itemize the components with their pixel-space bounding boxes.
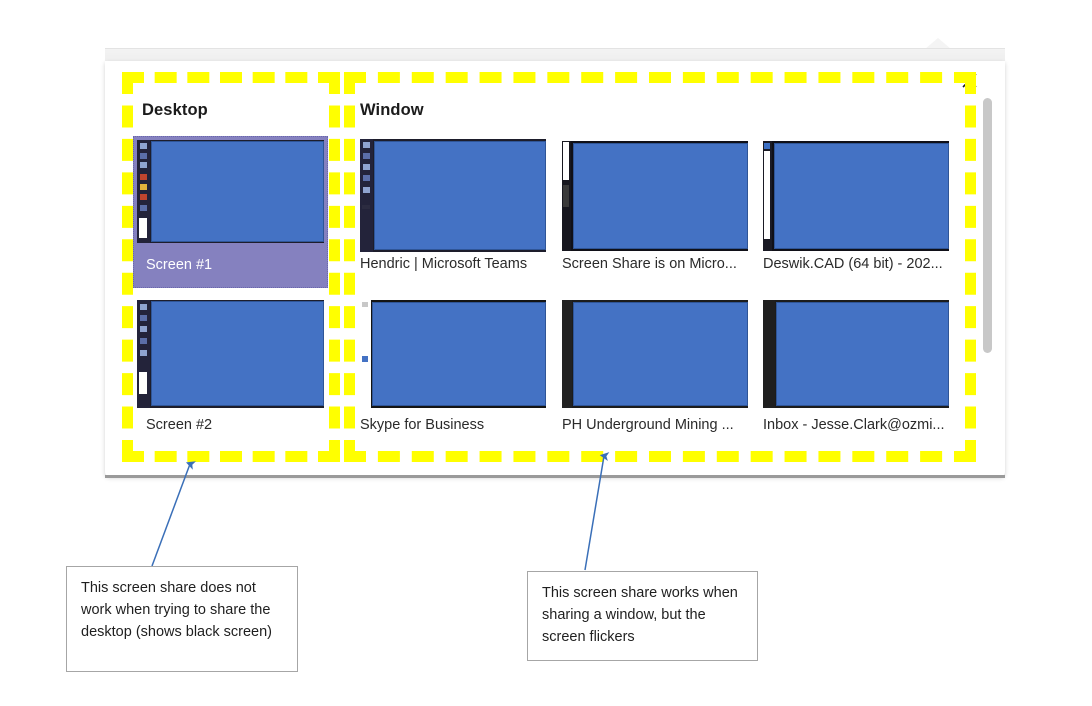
- window-thumbnail-5[interactable]: [562, 300, 748, 408]
- desktop-column-heading: Desktop: [142, 101, 208, 119]
- close-icon[interactable]: [957, 68, 981, 92]
- thumbnail-taskbar-strip: [137, 140, 150, 243]
- popup-pointer-triangle: [925, 38, 951, 49]
- thumbnail-window-content: [573, 302, 748, 406]
- thumbnail-taskbar-strip: [763, 141, 772, 251]
- window-source-label-1: Hendric | Microsoft Teams: [360, 256, 528, 272]
- window-column-heading: Window: [360, 101, 424, 119]
- desktop-thumbnail-screen-1[interactable]: [137, 140, 324, 243]
- thumbnail-taskbar-strip: [562, 300, 572, 408]
- callout-desktop-note: This screen share does not work when try…: [66, 566, 298, 672]
- thumbnail-taskbar-strip: [562, 141, 571, 251]
- window-thumbnail-1[interactable]: [360, 139, 546, 252]
- desktop-source-label-screen-1: Screen #1: [146, 257, 213, 273]
- thumbnail-taskbar-strip: [360, 139, 373, 252]
- desktop-thumbnail-screen-2[interactable]: [137, 300, 324, 408]
- callout-window-note: This screen share works when sharing a w…: [527, 571, 758, 661]
- popup-bottom-divider: [105, 475, 1005, 478]
- window-thumbnail-2[interactable]: [562, 141, 748, 251]
- thumbnail-window-content: [776, 302, 949, 406]
- thumbnail-taskbar-strip: [763, 300, 775, 408]
- window-source-label-2: Screen Share is on Micro...: [562, 256, 737, 272]
- thumbnail-screen-content: [151, 141, 324, 242]
- window-source-label-4: Skype for Business: [360, 417, 485, 433]
- thumbnail-screen-content: [151, 301, 324, 406]
- thumbnail-taskbar-strip: [137, 300, 150, 408]
- thumbnail-window-content: [372, 302, 546, 406]
- window-thumbnail-4[interactable]: [360, 300, 546, 408]
- desktop-source-label-screen-2: Screen #2: [146, 417, 213, 433]
- window-source-label-3: Deswik.CAD (64 bit) - 202...: [763, 256, 943, 272]
- window-source-label-6: Inbox - Jesse.Clark@ozmi...: [763, 417, 945, 433]
- thumbnail-taskbar-strip: [360, 300, 371, 408]
- thumbnail-window-content: [573, 143, 748, 249]
- window-source-label-5: PH Underground Mining ...: [562, 417, 734, 433]
- window-thumbnail-3[interactable]: [763, 141, 949, 251]
- arrow-desktop: [151, 461, 196, 567]
- popup-top-strip: [105, 48, 1005, 62]
- window-thumbnail-6[interactable]: [763, 300, 949, 408]
- vertical-scrollbar-thumb[interactable]: [983, 98, 992, 353]
- thumbnail-window-content: [774, 143, 949, 249]
- thumbnail-window-content: [374, 141, 546, 250]
